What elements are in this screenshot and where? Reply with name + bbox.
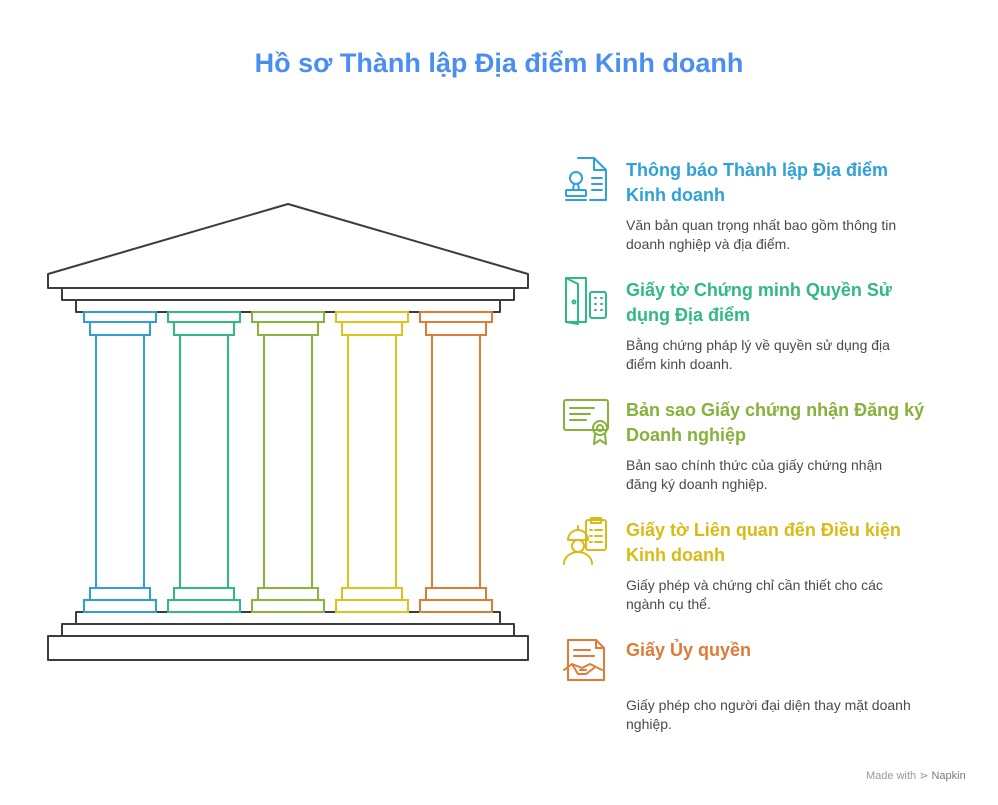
item-description: Giấy phép cho người đại diện thay mặt do… xyxy=(626,697,911,732)
temple-base-top xyxy=(75,611,501,625)
handshake-document-icon xyxy=(563,639,605,681)
pillar-4 xyxy=(335,311,409,613)
footer-brand: Napkin xyxy=(931,770,966,782)
temple-entablature-top xyxy=(61,287,515,301)
item-heading: Giấy tờ Liên quan đến Điều kiện Kinh doa… xyxy=(626,520,901,565)
door-keypad-icon xyxy=(565,277,607,325)
item-description: Bằng chứng pháp lý về quyền sử dụng địa … xyxy=(626,337,890,372)
temple-base-middle xyxy=(61,623,515,637)
item-description: Giấy phép và chứng chỉ cần thiết cho các… xyxy=(626,577,883,612)
page-title: Hồ sơ Thành lập Địa điểm Kinh doanh xyxy=(254,48,744,78)
temple-diagram xyxy=(47,203,529,661)
pillar-5 xyxy=(419,311,493,613)
footer-made-with: Made with xyxy=(866,770,917,782)
item-heading: Bản sao Giấy chứng nhận Đăng ký Doanh ng… xyxy=(626,400,925,445)
document-stamp-icon xyxy=(565,157,607,201)
pillar-1 xyxy=(83,311,157,613)
temple-entablature-bottom xyxy=(75,299,501,313)
made-with-napkin: Made with ⋗ Napkin xyxy=(866,769,966,782)
item-heading: Giấy Ủy quyền xyxy=(626,640,752,660)
temple-roof xyxy=(47,203,529,289)
napkin-logo-icon: ⋗ xyxy=(919,770,929,782)
pillar-2 xyxy=(167,311,241,613)
worker-checklist-icon xyxy=(563,517,607,565)
pillar-3 xyxy=(251,311,325,613)
item-description: Bản sao chính thức của giấy chứng nhận đ… xyxy=(626,457,883,492)
temple-base-bottom xyxy=(47,635,529,661)
certificate-icon xyxy=(563,399,609,445)
item-description: Văn bản quan trọng nhất bao gồm thông ti… xyxy=(626,217,897,252)
item-heading: Giấy tờ Chứng minh Quyền Sử dụng Địa điể… xyxy=(626,280,892,325)
item-heading: Thông báo Thành lập Địa điểm Kinh doanh xyxy=(626,160,889,205)
